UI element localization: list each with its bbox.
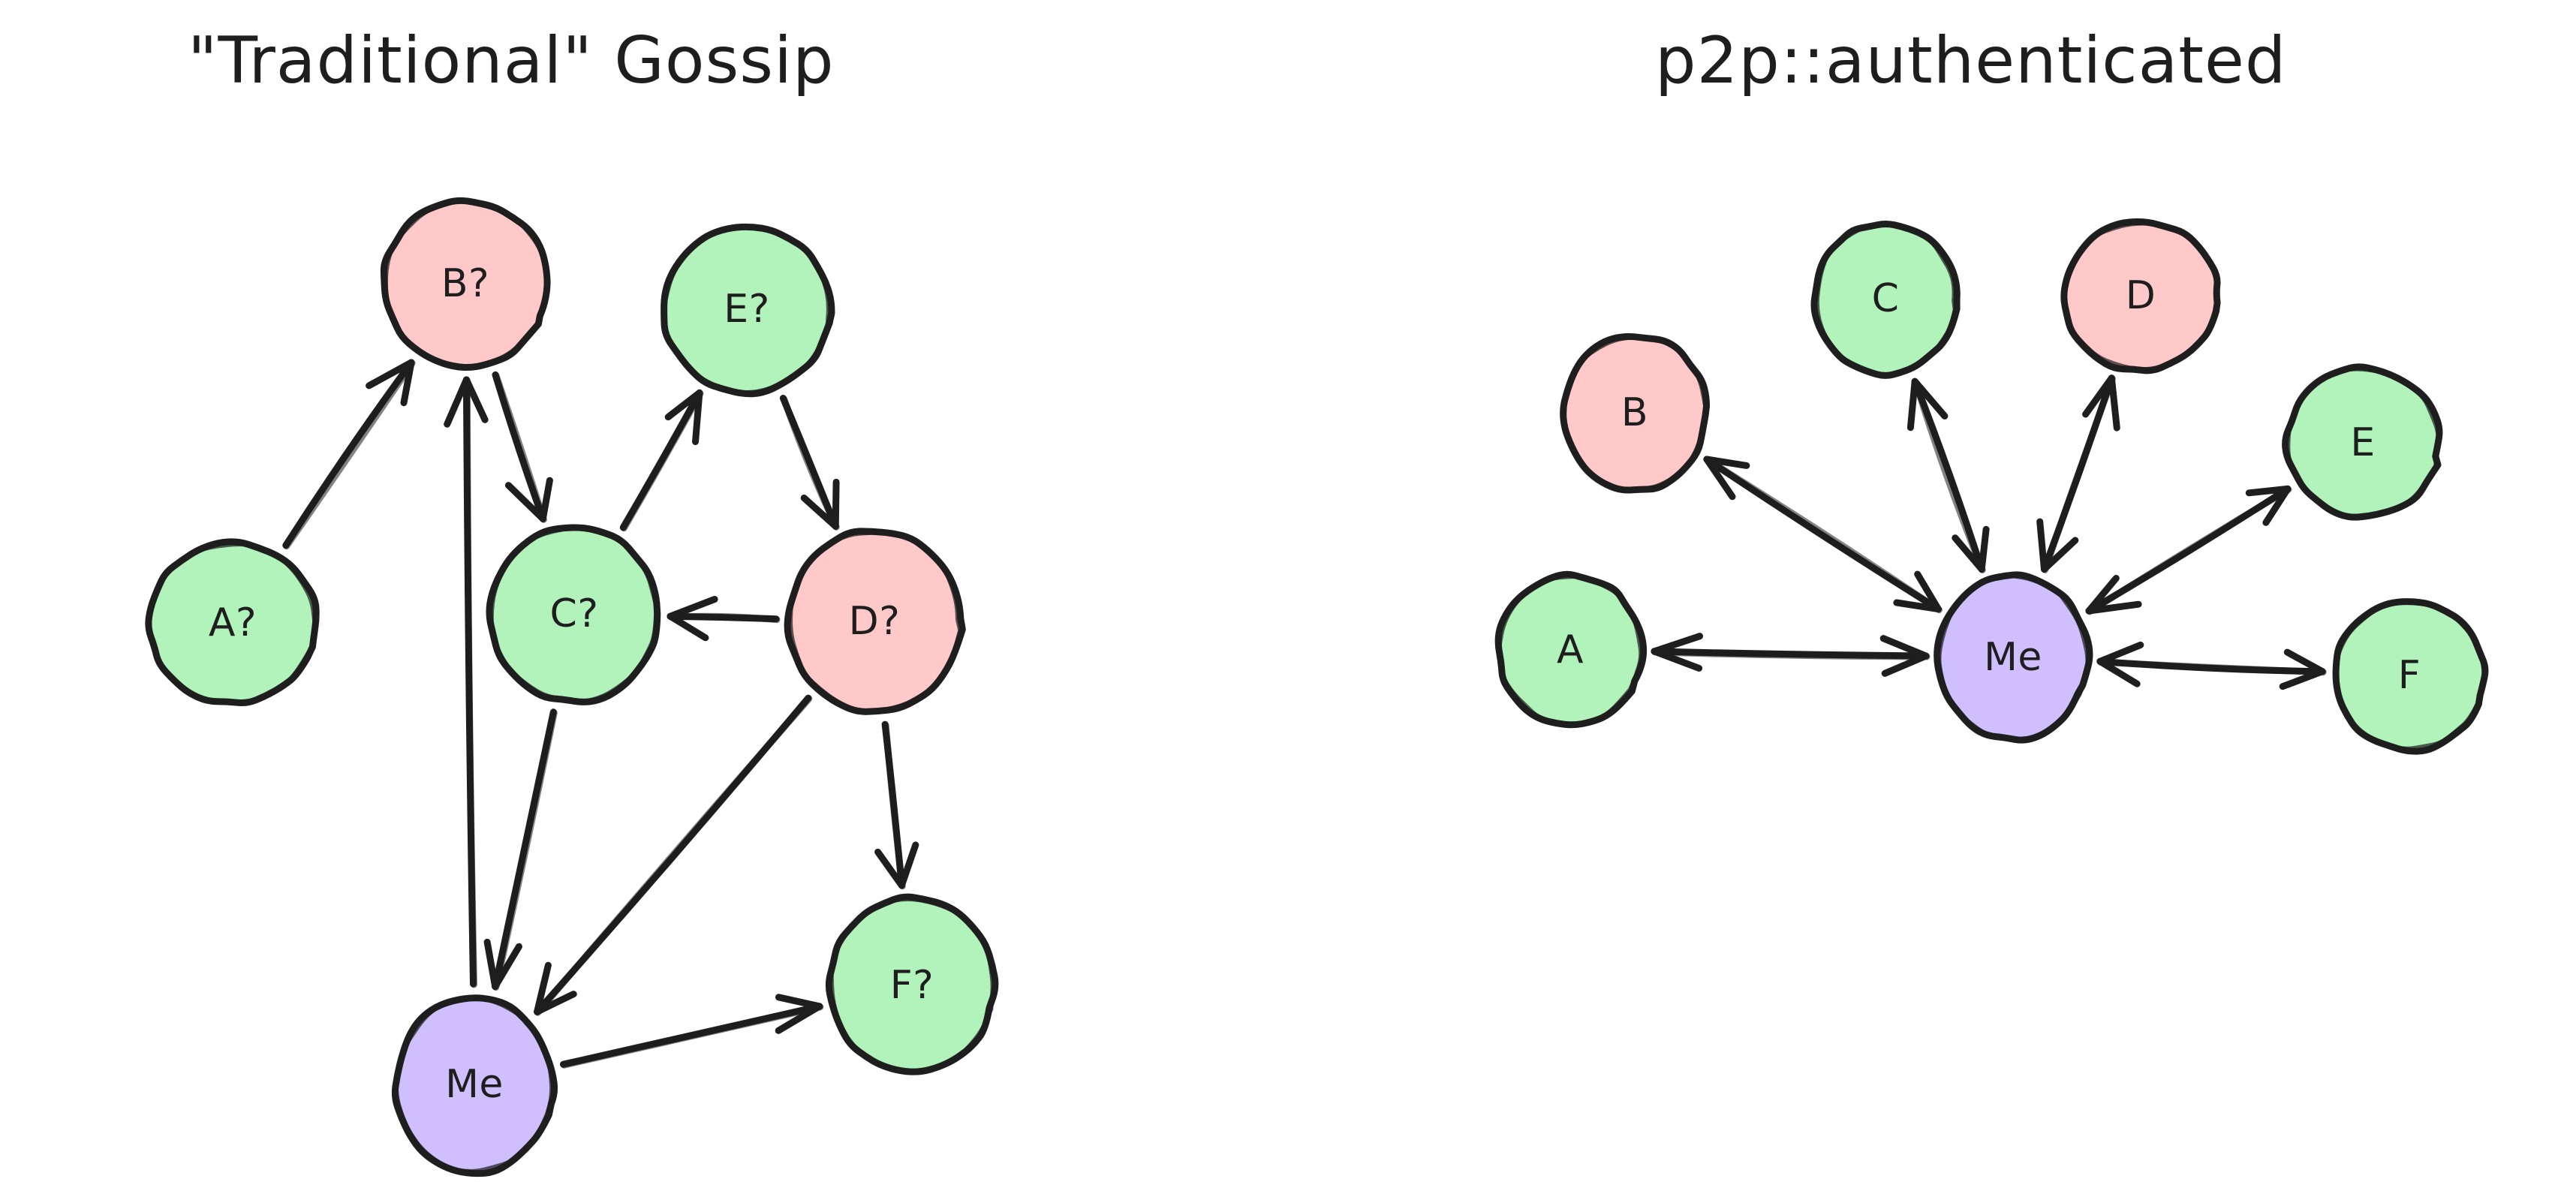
edge-traditional-gossip-D-to-Me xyxy=(534,694,813,1016)
panel-title-group: p2p::authenticated xyxy=(1655,23,2287,98)
node-p2p-authenticated-C[interactable]: C xyxy=(1810,221,1961,379)
edge-traditional-gossip-C-to-E xyxy=(619,389,704,532)
node-label-p2p-authenticated-C: C xyxy=(1872,276,1900,321)
edges-layer xyxy=(282,359,2327,1069)
edge-traditional-gossip-D-to-F xyxy=(874,720,919,890)
panel-title-group: "Traditional" Gossip xyxy=(188,23,835,98)
edge-p2p-authenticated-Me-to-F xyxy=(2096,641,2327,690)
node-label-traditional-gossip-B: B? xyxy=(441,261,489,306)
titles-layer: "Traditional" Gossip p2p::authenticated xyxy=(188,23,2287,98)
edge-traditional-gossip-Me-to-F xyxy=(560,994,824,1069)
node-p2p-authenticated-F[interactable]: F xyxy=(2332,598,2489,755)
node-p2p-authenticated-A[interactable]: A xyxy=(1494,570,1648,729)
edge-p2p-authenticated-Me-to-E xyxy=(2085,485,2292,615)
panel-title-traditional-gossip: "Traditional" Gossip xyxy=(188,23,835,98)
node-label-p2p-authenticated-A: A xyxy=(1557,627,1584,672)
node-label-p2p-authenticated-D: D xyxy=(2126,273,2156,318)
node-traditional-gossip-E[interactable]: E? xyxy=(661,223,835,398)
edge-traditional-gossip-Me-to-B xyxy=(444,376,489,988)
node-label-traditional-gossip-Me: Me xyxy=(445,1062,504,1107)
node-label-traditional-gossip-A: A? xyxy=(209,600,257,645)
edge-traditional-gossip-A-to-B xyxy=(282,359,416,550)
node-traditional-gossip-D[interactable]: D? xyxy=(784,528,966,715)
edge-p2p-authenticated-Me-to-B xyxy=(1703,456,1943,614)
node-label-traditional-gossip-F: F? xyxy=(890,963,934,1008)
node-label-p2p-authenticated-B: B xyxy=(1621,390,1648,435)
edge-traditional-gossip-E-to-D xyxy=(779,395,840,531)
node-label-traditional-gossip-C: C? xyxy=(550,591,599,636)
edge-traditional-gossip-D-to-C xyxy=(667,596,781,642)
nodes-layer: A? B? C? D? E? F? Me A B C D E F Me xyxy=(145,197,2489,1177)
panel-edges-p2p-authenticated xyxy=(1651,374,2327,690)
node-traditional-gossip-F[interactable]: F? xyxy=(825,893,999,1075)
node-p2p-authenticated-E[interactable]: E xyxy=(2282,363,2443,521)
node-label-p2p-authenticated-F: F xyxy=(2398,653,2421,698)
node-traditional-gossip-C[interactable]: C? xyxy=(486,524,661,705)
edge-p2p-authenticated-Me-to-C xyxy=(1906,377,1990,573)
panel-title-p2p-authenticated: p2p::authenticated xyxy=(1655,23,2287,98)
panel-nodes-traditional-gossip: A? B? C? D? E? F? Me xyxy=(145,197,999,1177)
node-p2p-authenticated-Me[interactable]: Me xyxy=(1934,571,2093,744)
node-label-traditional-gossip-D: D? xyxy=(849,599,901,644)
node-traditional-gossip-Me[interactable]: Me xyxy=(391,994,558,1177)
edge-traditional-gossip-C-to-Me xyxy=(483,708,558,991)
edge-p2p-authenticated-Me-to-D xyxy=(2036,374,2120,573)
node-traditional-gossip-B[interactable]: B? xyxy=(380,197,551,371)
edge-traditional-gossip-B-to-C xyxy=(492,371,553,523)
node-label-p2p-authenticated-E: E xyxy=(2350,420,2375,465)
edge-p2p-authenticated-Me-to-A xyxy=(1651,633,1930,677)
panel-nodes-p2p-authenticated: A B C D E F Me xyxy=(1494,218,2489,755)
node-p2p-authenticated-D[interactable]: D xyxy=(2060,218,2221,374)
node-label-traditional-gossip-E: E? xyxy=(724,287,769,332)
node-label-p2p-authenticated-Me: Me xyxy=(1984,635,2042,680)
node-p2p-authenticated-B[interactable]: B xyxy=(1560,333,1711,494)
panel-edges-traditional-gossip xyxy=(282,359,919,1069)
node-traditional-gossip-A[interactable]: A? xyxy=(145,538,320,707)
